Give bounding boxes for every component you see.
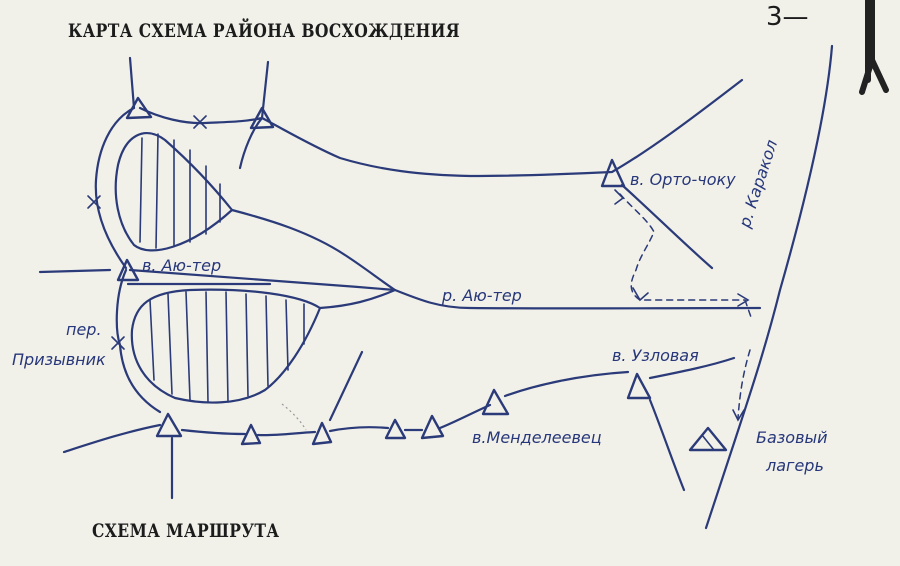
label-peak-uzlovaya: в. Узловая: [612, 346, 699, 365]
label-peak-mendeleevets: в.Менделеевец: [472, 428, 602, 447]
label-pass-line1: пер.: [66, 320, 102, 339]
peak-triangle: [311, 421, 333, 446]
approach-route: [619, 193, 753, 419]
label-peak-orto-choku: в. Орто-чоку: [630, 170, 736, 189]
lower-route-ridge: [62, 350, 736, 500]
page-number: 3—: [766, 2, 809, 32]
peak-mendeleevets-triangle: [481, 388, 510, 416]
peak-markers: [116, 96, 652, 446]
label-peak-ayu-ter: в. Аю-тер: [142, 256, 222, 275]
label-base-camp-line1: Базовый: [756, 428, 828, 447]
river-ayu-ter: [393, 288, 762, 310]
map-title: КАРТА СХЕМА РАЙОНА ВОСХОЖДЕНИЯ: [68, 20, 460, 42]
peak-triangle: [420, 414, 445, 440]
peak-triangle: [240, 423, 262, 446]
peak-triangle: [125, 96, 153, 120]
route-arrows: [614, 189, 750, 422]
peak-triangle: [155, 412, 183, 438]
north-ridge: [94, 56, 744, 270]
peak-triangle: [384, 418, 407, 440]
peak-triangle: [249, 106, 275, 130]
peak-ayu-ter-triangle: [116, 258, 140, 282]
pass-markers: [87, 115, 207, 350]
lower-glacier: [130, 288, 322, 404]
label-river-ayu-ter: р. Аю-тер: [442, 286, 522, 305]
river-karakol: [704, 44, 834, 530]
pass-x-icon: [111, 336, 125, 350]
label-pass-line2: Призывник: [12, 350, 106, 369]
upper-glacier: [114, 132, 234, 252]
upper-glacier-hatching: [139, 133, 221, 249]
page-number-dash: —: [782, 2, 809, 32]
faint-trace: [281, 403, 307, 431]
peak-orto-choku-triangle: [600, 158, 626, 188]
pass-x-icon: [193, 115, 207, 129]
central-ridge: [128, 208, 397, 310]
base-camp-tent-icon: [688, 426, 728, 452]
page-number-value: 3: [766, 2, 783, 32]
pass-x-icon: [87, 195, 101, 209]
route-scheme-title: СХЕМА МАРШРУТА: [92, 520, 280, 542]
lower-glacier-hatching: [149, 291, 305, 403]
binder-clip-mark: [859, 0, 889, 95]
label-base-camp-line2: лагерь: [766, 456, 824, 475]
peak-uzlovaya-triangle: [626, 372, 652, 400]
